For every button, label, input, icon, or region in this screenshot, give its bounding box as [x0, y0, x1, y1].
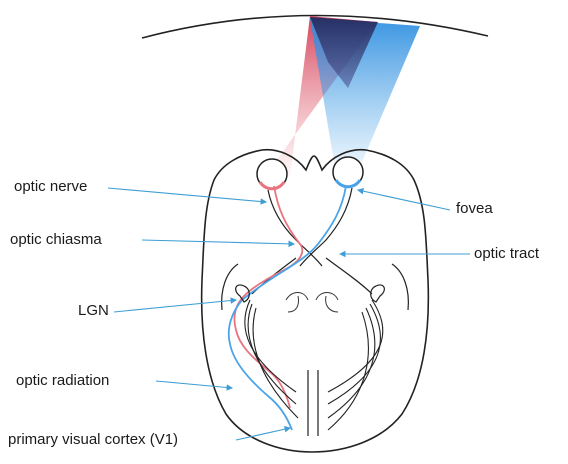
label-optic-radiation: optic radiation: [16, 372, 110, 389]
pointer-fovea: [356, 187, 451, 211]
red-pathway: [233, 185, 304, 409]
pointer-lines: [107, 187, 470, 441]
pointer-v1: [235, 425, 292, 441]
right-temporal-outline: [391, 263, 409, 311]
right-optic-tract-outline: [325, 257, 373, 295]
head-outline: [200, 148, 430, 453]
pointer-optic-radiation: [155, 380, 234, 391]
left-optic-nerve-outline: [267, 189, 323, 267]
label-optic-tract: optic tract: [474, 245, 540, 262]
label-optic-chiasma: optic chiasma: [10, 231, 102, 248]
left-eye-retina: [258, 181, 286, 191]
right-lgn: [370, 284, 385, 303]
label-optic-nerve: optic nerve: [14, 178, 88, 195]
overlap-cone: [310, 17, 378, 88]
midbrain-outline: [285, 292, 339, 313]
left-temporal-outline: [221, 263, 239, 311]
visual-field-arc: [141, 14, 489, 39]
pointer-optic-nerve: [107, 187, 268, 205]
pointer-lgn: [113, 297, 238, 313]
right-optic-radiations: [327, 299, 384, 431]
left-optic-radiations: [244, 299, 299, 419]
label-primary-visual-cortex: primary visual cortex (V1): [8, 431, 179, 448]
right-eye-retina: [334, 179, 362, 189]
label-lgn: LGN: [78, 302, 109, 319]
interhemispheric-fissure: [307, 370, 319, 436]
pointer-optic-chiasma: [141, 239, 296, 248]
right-optic-nerve-outline: [299, 187, 353, 267]
label-fovea: fovea: [456, 200, 493, 217]
left-lgn: [235, 284, 250, 303]
